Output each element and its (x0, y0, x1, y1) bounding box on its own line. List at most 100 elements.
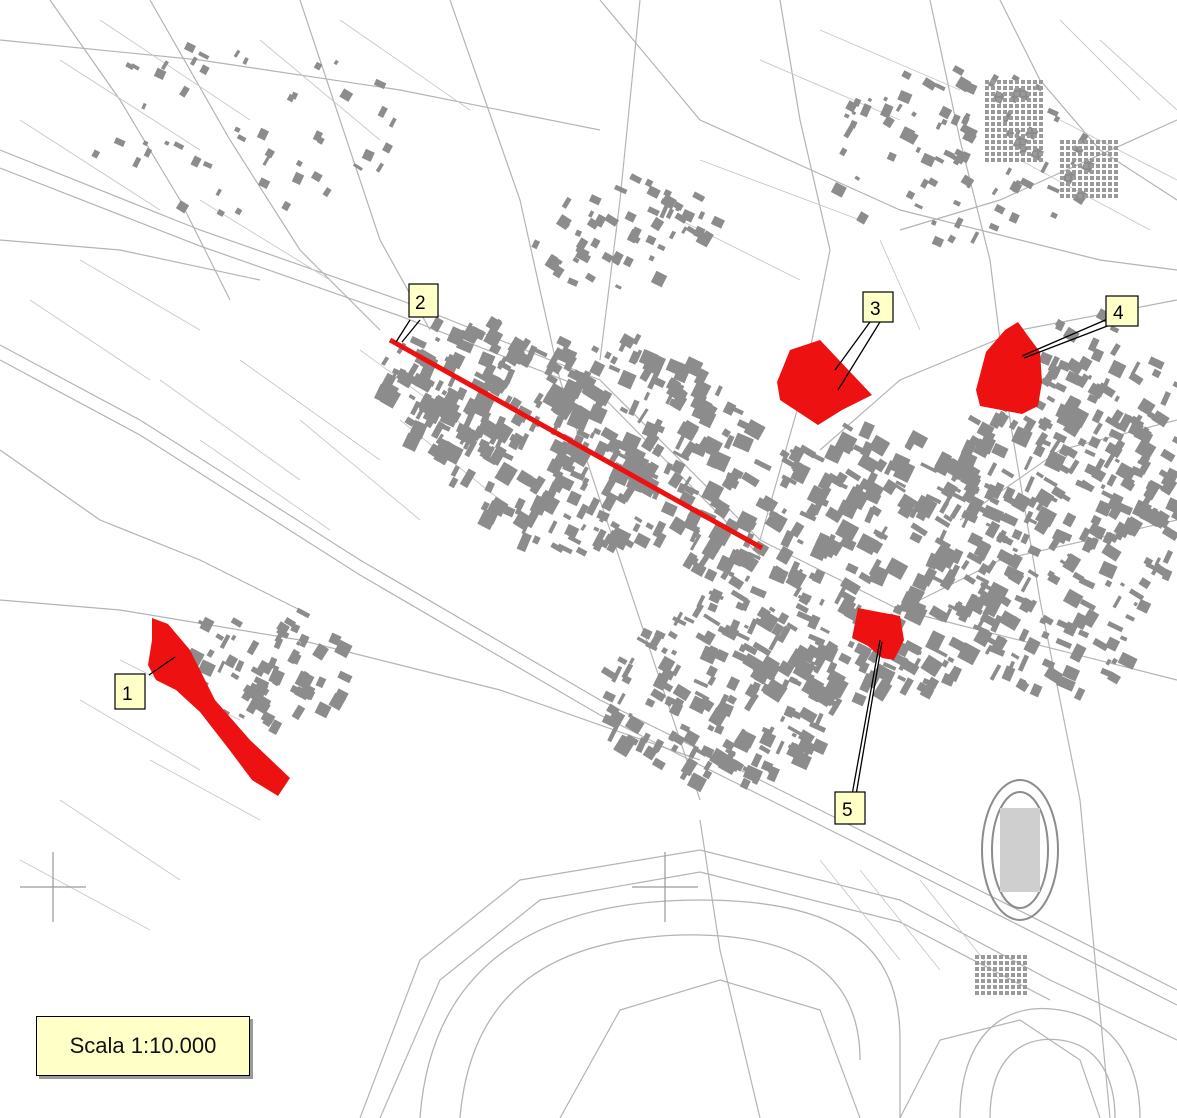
building (825, 506, 844, 524)
building (701, 537, 723, 561)
building (660, 647, 669, 655)
building (868, 558, 882, 577)
scale-legend: Scala 1:10.000 (36, 1016, 250, 1076)
building (234, 659, 245, 673)
building (651, 443, 665, 458)
building (315, 676, 327, 689)
building (1019, 177, 1034, 190)
building (635, 737, 648, 753)
parking-cell (981, 991, 985, 995)
building (681, 226, 688, 235)
marker-5[interactable]: 5 (834, 791, 866, 825)
building (912, 572, 931, 592)
marker-2[interactable]: 2 (408, 283, 439, 318)
highlight-area-5[interactable] (852, 608, 904, 660)
building (434, 336, 441, 343)
parking-cell (1114, 164, 1118, 168)
building (629, 657, 635, 665)
building (1020, 576, 1032, 593)
building (830, 182, 847, 198)
building (444, 356, 456, 365)
building (597, 389, 613, 407)
parking-cell (1078, 158, 1082, 162)
parking-cell (1027, 104, 1031, 108)
parking-cell (1060, 182, 1064, 186)
building (611, 665, 623, 683)
building (777, 612, 790, 625)
highlight-area-2[interactable] (388, 337, 764, 551)
building (718, 693, 729, 709)
building (801, 675, 825, 699)
building (459, 468, 477, 489)
highlight-area-1[interactable] (148, 618, 290, 796)
building (726, 694, 738, 705)
marker-1[interactable]: 1 (114, 673, 146, 710)
parking-cell (1084, 194, 1088, 198)
building (1046, 107, 1059, 117)
building (807, 633, 826, 645)
building (668, 398, 679, 408)
parking-cell (1021, 86, 1025, 90)
parking-cell (997, 158, 1001, 162)
building (1017, 654, 1030, 672)
highlight-area-4[interactable] (976, 322, 1042, 414)
building (567, 277, 579, 287)
building (739, 777, 751, 790)
building (842, 579, 856, 592)
building (963, 81, 978, 95)
highlighted-areas (148, 322, 1042, 796)
svg-text:5: 5 (842, 800, 853, 821)
building (1024, 476, 1035, 493)
marker-4[interactable]: 4 (1105, 295, 1139, 327)
parking-cell (1005, 955, 1009, 959)
parking-cell (1084, 158, 1088, 162)
building (1060, 404, 1075, 421)
parking-cell (985, 140, 989, 144)
building (1035, 471, 1045, 479)
building (760, 683, 776, 697)
building (682, 729, 700, 747)
scale-label: Scala 1:10.000 (69, 1033, 217, 1058)
building (1151, 410, 1170, 428)
building (645, 642, 658, 652)
building (654, 629, 666, 640)
parking-cell (1009, 104, 1013, 108)
building (678, 491, 696, 508)
building (743, 624, 749, 630)
parking-cell (1060, 158, 1064, 162)
building (619, 535, 635, 549)
building (268, 668, 285, 686)
building (1046, 364, 1062, 381)
building (1100, 483, 1106, 490)
building (215, 188, 222, 197)
building (586, 217, 600, 230)
building (681, 440, 697, 459)
parking-cell (985, 128, 989, 132)
building (777, 625, 791, 644)
highlight-area-3[interactable] (777, 340, 872, 425)
building (686, 225, 697, 235)
building (189, 56, 198, 66)
parking-cell (1096, 188, 1100, 192)
parking-cell (1078, 146, 1082, 150)
building (961, 512, 971, 529)
building (377, 105, 388, 119)
parking-cell (987, 979, 991, 983)
building (1077, 437, 1087, 447)
building (814, 712, 824, 728)
building (1136, 598, 1152, 614)
building (967, 532, 984, 548)
building (698, 696, 715, 713)
marker-3[interactable]: 3 (862, 291, 894, 323)
parking-cell (1033, 140, 1037, 144)
building (604, 351, 612, 360)
building (553, 257, 563, 265)
building (224, 654, 239, 669)
building (618, 335, 630, 353)
building (913, 657, 922, 667)
parking-cell (1039, 80, 1043, 84)
building (1023, 455, 1033, 471)
building (858, 571, 874, 585)
